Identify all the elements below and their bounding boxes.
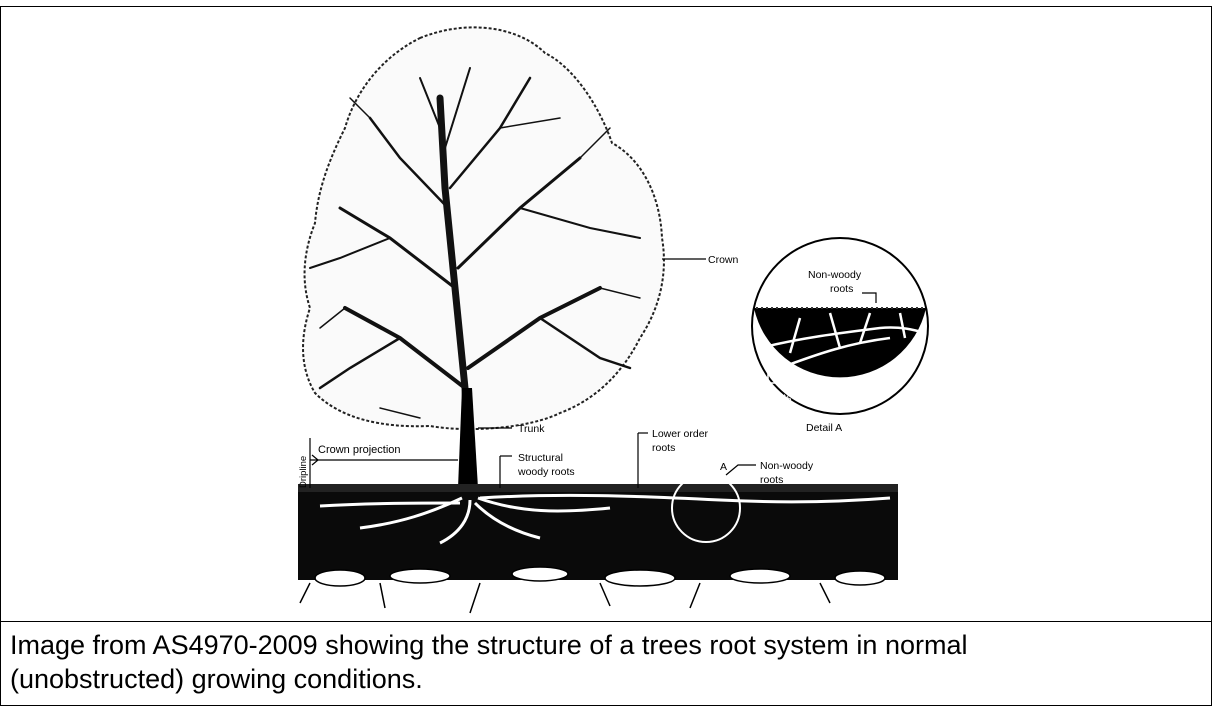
non-woody-roots-label-2: roots bbox=[760, 474, 783, 486]
table-row-divider bbox=[0, 621, 1212, 622]
dripline-label: Dripline bbox=[298, 456, 309, 488]
tree-root-diagram: Crown Trunk Crown projection Dripline St… bbox=[0, 8, 1212, 620]
structural-roots-label-2: woody roots bbox=[517, 466, 575, 478]
detail-non-woody-label-2: roots bbox=[830, 283, 853, 295]
crown-label: Crown bbox=[708, 254, 739, 266]
detail-a-caption: Detail A bbox=[806, 422, 842, 434]
tree-crown bbox=[303, 27, 664, 488]
detail-lower-order-label-1: Lower order bbox=[786, 378, 843, 390]
caption-line-2: (unobstructed) growing conditions. bbox=[10, 662, 1170, 696]
detail-non-woody-label-1: Non-woody bbox=[808, 269, 862, 281]
lower-order-roots-label-1: Lower order bbox=[652, 428, 709, 440]
figure-caption: Image from AS4970-2009 showing the struc… bbox=[10, 628, 1170, 696]
detail-a-marker-label: A bbox=[720, 461, 727, 473]
structural-roots-label-1: Structural bbox=[518, 452, 563, 464]
detail-lower-order-label-2: roots bbox=[768, 392, 791, 404]
caption-line-1: Image from AS4970-2009 showing the struc… bbox=[10, 628, 1170, 662]
crown-projection-label: Crown projection bbox=[318, 444, 401, 456]
lower-order-roots-label-2: roots bbox=[652, 442, 675, 454]
non-woody-roots-label-1: Non-woody bbox=[760, 460, 814, 472]
trunk-label: Trunk bbox=[518, 423, 545, 435]
